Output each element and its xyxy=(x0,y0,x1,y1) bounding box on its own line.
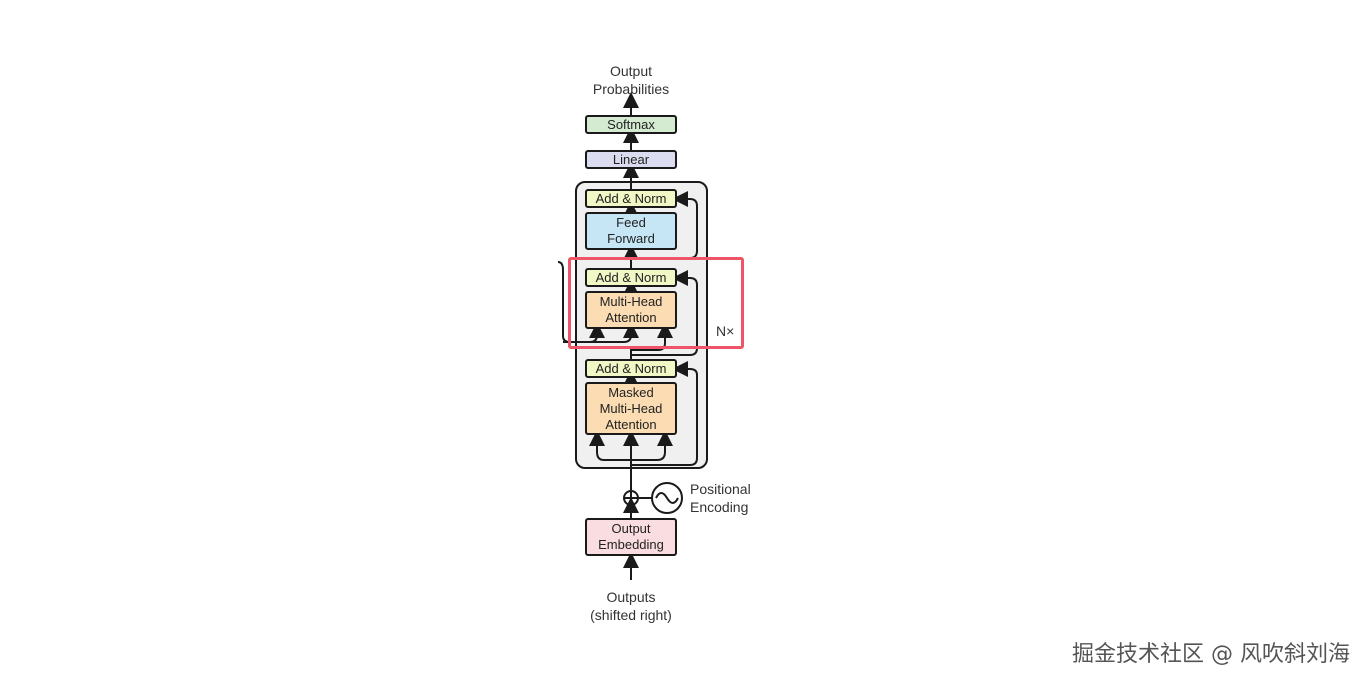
feed-forward-box: Feed Forward xyxy=(585,212,677,250)
watermark-text: 掘金技术社区 @ 风吹斜刘海 xyxy=(1072,642,1350,667)
highlight-frame xyxy=(568,257,744,349)
softmax-box: Softmax xyxy=(585,115,677,134)
add-norm-mid-box: Add & Norm xyxy=(585,268,677,287)
outputs-label: Outputs (shifted right) xyxy=(590,589,672,623)
multi-head-attention-box: Multi-Head Attention xyxy=(585,291,677,329)
linear-box: Linear xyxy=(585,150,677,169)
add-norm-bottom-box: Add & Norm xyxy=(585,359,677,378)
output-embedding-box: Output Embedding xyxy=(585,518,677,556)
output-probabilities-label: Output Probabilities xyxy=(592,63,670,97)
nx-label: N× xyxy=(716,323,735,339)
add-norm-top-box: Add & Norm xyxy=(585,189,677,208)
masked-multi-head-attention-box: Masked Multi-Head Attention xyxy=(585,382,677,435)
positional-encoding-label: Positional Encoding xyxy=(690,481,751,515)
